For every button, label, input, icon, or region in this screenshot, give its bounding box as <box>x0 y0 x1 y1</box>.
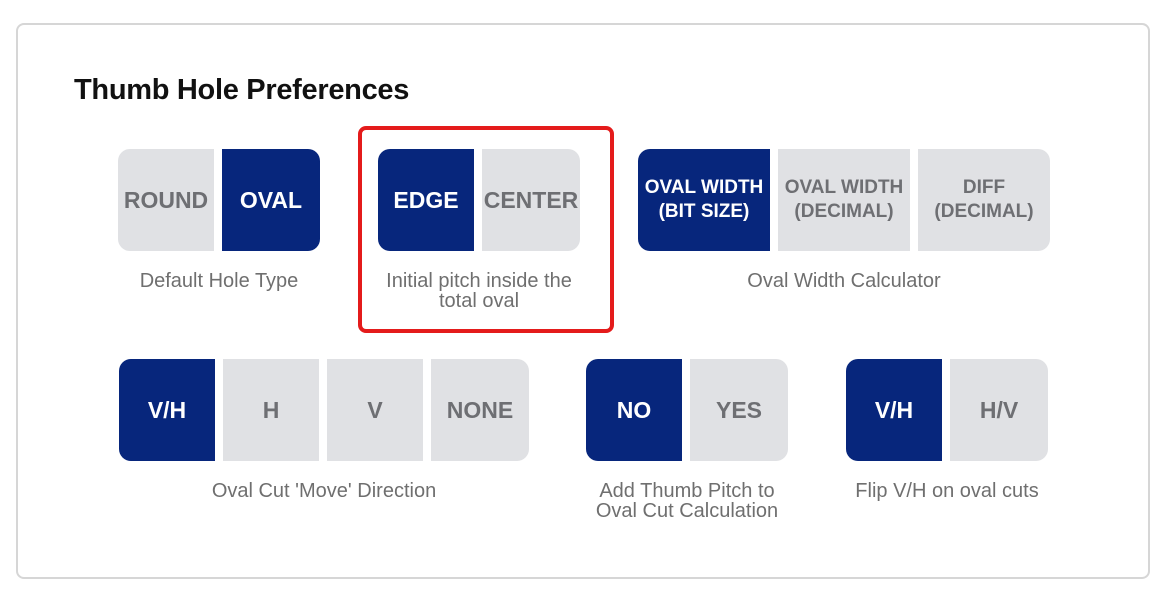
add-pitch-caption-line1: Add Thumb Pitch to <box>599 480 775 502</box>
hole-type-toggle: ROUND OVAL <box>118 149 320 251</box>
diff-decimal-line1: DIFF <box>962 177 1006 198</box>
hole-type-oval-button[interactable]: OVAL <box>222 149 320 251</box>
move-direction-toggle: V/H H V NONE <box>119 359 529 461</box>
move-direction-caption: Oval Cut 'Move' Direction <box>211 480 437 502</box>
oval-width-decimal-line2: (DECIMAL) <box>794 201 894 222</box>
oval-width-bit-size-line1: OVAL WIDTH <box>644 177 764 198</box>
hole-type-round-button[interactable]: ROUND <box>118 149 214 251</box>
diff-decimal-button[interactable]: DIFF (DECIMAL) <box>918 149 1050 251</box>
move-direction-h-button[interactable]: H <box>223 359 319 461</box>
flip-toggle: V/H H/V <box>846 359 1048 461</box>
diff-decimal-line2: (DECIMAL) <box>934 201 1034 222</box>
pitch-caption: Initial pitch inside the total oval <box>368 271 590 311</box>
oval-width-bit-size-button[interactable]: OVAL WIDTH (BIT SIZE) <box>638 149 770 251</box>
add-pitch-caption: Add Thumb Pitch to Oval Cut Calculation <box>566 481 808 521</box>
add-pitch-yes-button[interactable]: YES <box>690 359 788 461</box>
pitch-edge-button[interactable]: EDGE <box>378 149 474 251</box>
add-pitch-caption-line2: Oval Cut Calculation <box>595 500 779 522</box>
oval-width-toggle: OVAL WIDTH (BIT SIZE) OVAL WIDTH (DECIMA… <box>638 149 1050 251</box>
highlight-box <box>358 126 614 333</box>
preferences-panel <box>16 23 1150 579</box>
pitch-toggle: EDGE CENTER <box>378 149 580 251</box>
add-pitch-no-button[interactable]: NO <box>586 359 682 461</box>
flip-hv-button[interactable]: H/V <box>950 359 1048 461</box>
pitch-caption-text: Initial pitch inside the total oval <box>386 270 572 312</box>
oval-width-decimal-line1: OVAL WIDTH <box>784 177 904 198</box>
oval-width-decimal-button[interactable]: OVAL WIDTH (DECIMAL) <box>778 149 910 251</box>
hole-type-caption: Default Hole Type <box>139 270 299 292</box>
oval-width-bit-size-line2: (BIT SIZE) <box>658 201 750 222</box>
pitch-center-button[interactable]: CENTER <box>482 149 580 251</box>
section-title: Thumb Hole Preferences <box>74 74 410 106</box>
flip-caption: Flip V/H on oval cuts <box>855 480 1039 502</box>
flip-vh-button[interactable]: V/H <box>846 359 942 461</box>
move-direction-none-button[interactable]: NONE <box>431 359 529 461</box>
move-direction-v-button[interactable]: V <box>327 359 423 461</box>
oval-width-caption: Oval Width Calculator <box>747 270 941 292</box>
move-direction-vh-button[interactable]: V/H <box>119 359 215 461</box>
add-pitch-toggle: NO YES <box>586 359 788 461</box>
